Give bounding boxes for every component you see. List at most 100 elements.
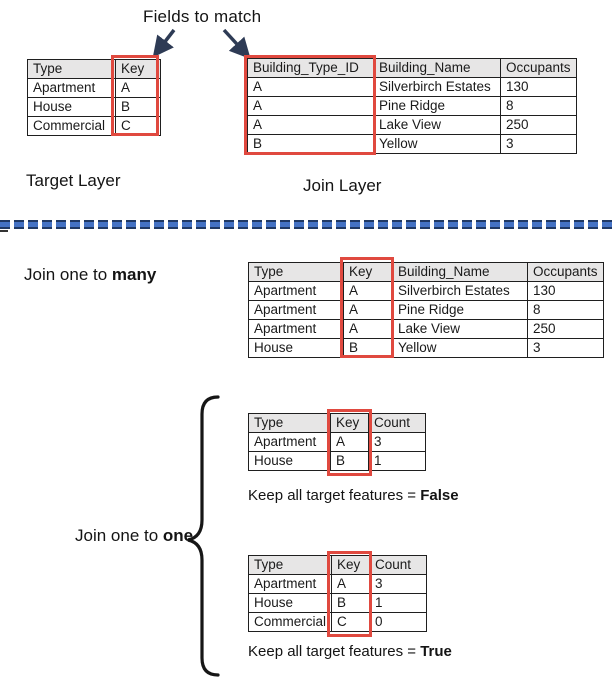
table-cell: Lake View: [373, 115, 501, 135]
table-cell: Silverbirch Estates: [373, 77, 501, 97]
table-cell: 250: [527, 319, 604, 339]
table-cell: A: [247, 115, 374, 135]
column-header: Building_Name: [392, 262, 528, 282]
target-layer-label: Target Layer: [26, 171, 121, 190]
join-layer-label: Join Layer: [303, 176, 382, 195]
table-cell: A: [343, 319, 393, 339]
table-cell: 250: [500, 115, 577, 135]
table-cell: Apartment: [248, 281, 344, 301]
table-cell: Pine Ridge: [373, 96, 501, 116]
table-cell: 3: [500, 134, 577, 154]
table-cell: Apartment: [248, 432, 331, 452]
table-cell: Silverbirch Estates: [392, 281, 528, 301]
curly-brace-icon: [187, 395, 220, 677]
table-cell: Apartment: [27, 78, 116, 98]
keep-true-caption-prefix: Keep all target features =: [248, 643, 421, 660]
arrow-down-right-icon: [222, 28, 251, 60]
table-cell: House: [247, 593, 333, 613]
join-one-to-one-label: Join one to one: [75, 526, 193, 546]
table-cell: Commercial: [247, 612, 333, 632]
column-header: Type: [248, 262, 344, 282]
table-cell: B: [247, 134, 374, 154]
table-cell: B: [330, 451, 369, 471]
table-cell: 0: [369, 612, 428, 632]
table-cell: C: [331, 612, 371, 632]
table-cell: A: [247, 96, 374, 116]
join-one-to-one-label-bold: one: [162, 526, 194, 545]
table-cell: House: [248, 451, 331, 471]
table-cell: B: [331, 593, 371, 613]
table-cell: House: [248, 338, 344, 358]
divider-start-cap: [0, 230, 8, 232]
table-cell: B: [115, 97, 161, 117]
table-cell: Apartment: [247, 574, 333, 594]
join-one-to-many-label: Join one to many: [24, 265, 156, 285]
column-header: Type: [247, 555, 333, 575]
column-header: Occupants: [527, 262, 604, 282]
table-cell: B: [343, 338, 393, 358]
column-header: Type: [27, 59, 116, 79]
keep-false-caption-bold: False: [420, 487, 459, 504]
join-one-to-one-label-prefix: Join one to: [75, 526, 163, 545]
table-cell: 1: [369, 593, 428, 613]
table-cell: 130: [527, 281, 604, 301]
table-cell: A: [247, 77, 374, 97]
column-header: Occupants: [500, 58, 577, 78]
diagram-title: Fields to match: [143, 7, 262, 26]
join-one-to-many-label-bold: many: [111, 265, 157, 284]
column-header: Building_Name: [373, 58, 501, 78]
column-header: Count: [369, 555, 428, 575]
keep-true-caption: Keep all target features = True: [248, 643, 452, 660]
fields-to-match-arrows: [152, 28, 251, 60]
table-cell: A: [330, 432, 369, 452]
table-cell: A: [115, 78, 161, 98]
table-cell: Pine Ridge: [392, 300, 528, 320]
join-one-to-many-label-prefix: Join one to: [24, 265, 112, 284]
table-cell: Yellow: [373, 134, 501, 154]
table-cell: 3: [369, 574, 428, 594]
table-cell: 3: [527, 338, 604, 358]
column-header: Key: [330, 413, 369, 433]
table-cell: Commercial: [27, 116, 116, 136]
table-cell: 3: [368, 432, 426, 452]
table-cell: A: [343, 281, 393, 301]
table-cell: Yellow: [392, 338, 528, 358]
column-header: Building_Type_ID: [247, 58, 374, 78]
table-cell: A: [343, 300, 393, 320]
table-cell: 1: [368, 451, 426, 471]
table-cell: 8: [527, 300, 604, 320]
keep-false-caption-prefix: Keep all target features =: [248, 487, 421, 504]
section-divider: [0, 220, 613, 229]
table-cell: A: [331, 574, 371, 594]
table-cell: 130: [500, 77, 577, 97]
column-header: Key: [331, 555, 371, 575]
table-cell: House: [27, 97, 116, 117]
column-header: Count: [368, 413, 426, 433]
table-cell: Apartment: [248, 300, 344, 320]
table-cell: Apartment: [248, 319, 344, 339]
column-header: Key: [343, 262, 393, 282]
column-header: Type: [248, 413, 331, 433]
